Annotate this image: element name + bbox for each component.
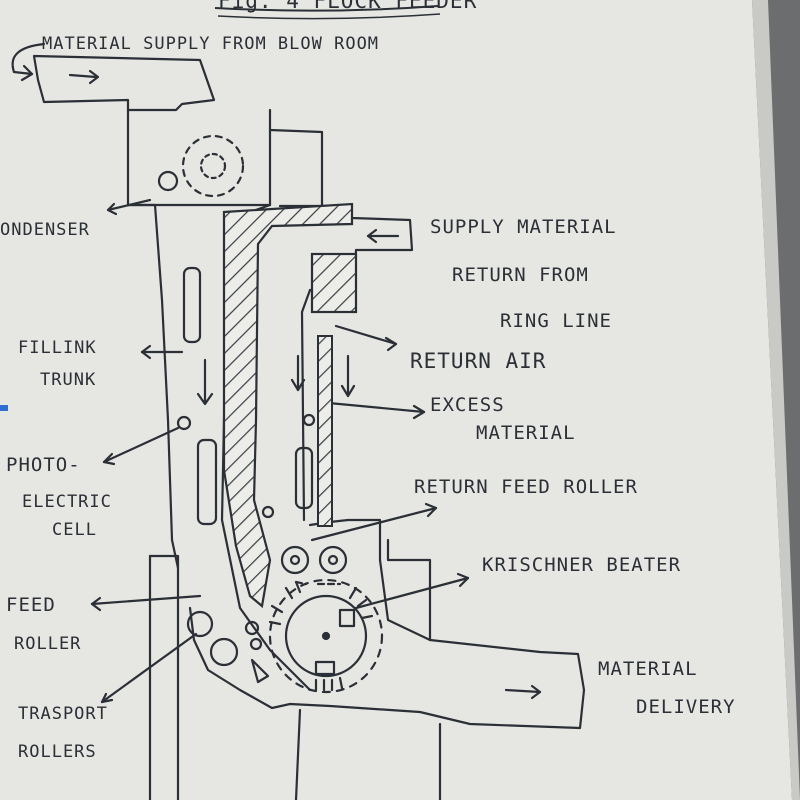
label-return-feed-roller: RETURN FEED ROLLER [414, 476, 638, 498]
label-trunk: TRUNK [40, 370, 97, 390]
trunk-window-lower [196, 438, 218, 526]
delivery-arrow [504, 688, 542, 694]
hatched-baffle-small [310, 252, 358, 314]
return-feed-roller-leader [310, 506, 438, 542]
return-feed-roller-left [280, 545, 310, 575]
hatched-strip [317, 335, 333, 527]
label-roller: ROLLER [14, 634, 82, 654]
condenser-drum [181, 134, 245, 198]
label-return-air: RETURN AIR [410, 349, 547, 373]
feed-roller [186, 610, 214, 638]
label-return-from: RETURN FROM [452, 264, 589, 286]
label-ring-line: RING LINE [500, 310, 612, 332]
label-material-excess: MATERIAL [476, 422, 576, 444]
kirschner-beater [284, 594, 368, 678]
label-condenser: ONDENSER [0, 220, 90, 240]
hatched-baffle-main [222, 202, 354, 609]
label-filling: FILLINK [18, 338, 97, 358]
label-excess: EXCESS [430, 394, 505, 416]
trunk-window-upper [182, 266, 202, 344]
label-rollers: ROLLERS [18, 742, 97, 762]
label-supply-from-blow-room: MATERIAL SUPPLY FROM BLOW ROOM [42, 34, 380, 54]
supply-curve-arrow [11, 42, 46, 76]
inner-window [294, 446, 314, 510]
label-material-delivery-1: MATERIAL [598, 658, 698, 680]
supply-inlet-duct [32, 54, 216, 112]
label-photo: PHOTO- [6, 454, 81, 476]
photo-cell-leader [102, 426, 180, 464]
label-material-delivery-2: DELIVERY [636, 696, 736, 718]
delivery-duct [188, 518, 586, 730]
excess-material-leader [316, 400, 426, 414]
feed-roller-leader [90, 594, 202, 606]
beater-pins [268, 580, 374, 692]
beater-sweep [268, 578, 384, 694]
label-supply-material: SUPPLY MATERIAL [430, 216, 617, 238]
diagram-title: Fig. 4 FLOCK FEEDER [218, 0, 478, 13]
lower-frame-left [148, 554, 180, 800]
transport-roller-1 [209, 637, 239, 667]
label-electric: ELECTRIC [22, 492, 112, 512]
filling-trunk-left-wall [126, 203, 180, 570]
kirschner-beater-leader [354, 576, 470, 610]
label-cell: CELL [52, 520, 97, 540]
label-trasport: TRASPORT [18, 704, 108, 724]
lower-frame-center [294, 708, 302, 800]
label-krischner-beater: KRISCHNER BEATER [482, 554, 682, 576]
label-feed: FEED [6, 594, 56, 616]
condenser-roller [157, 170, 179, 192]
return-feed-roller-right [318, 545, 348, 575]
blue-mark [0, 405, 8, 411]
page-edge [752, 0, 800, 800]
beater-blade [338, 608, 356, 628]
title-underline [214, 5, 439, 12]
return-air-leader [334, 324, 398, 346]
condenser-housing [126, 108, 272, 207]
photo-cell-sensor [176, 415, 192, 431]
